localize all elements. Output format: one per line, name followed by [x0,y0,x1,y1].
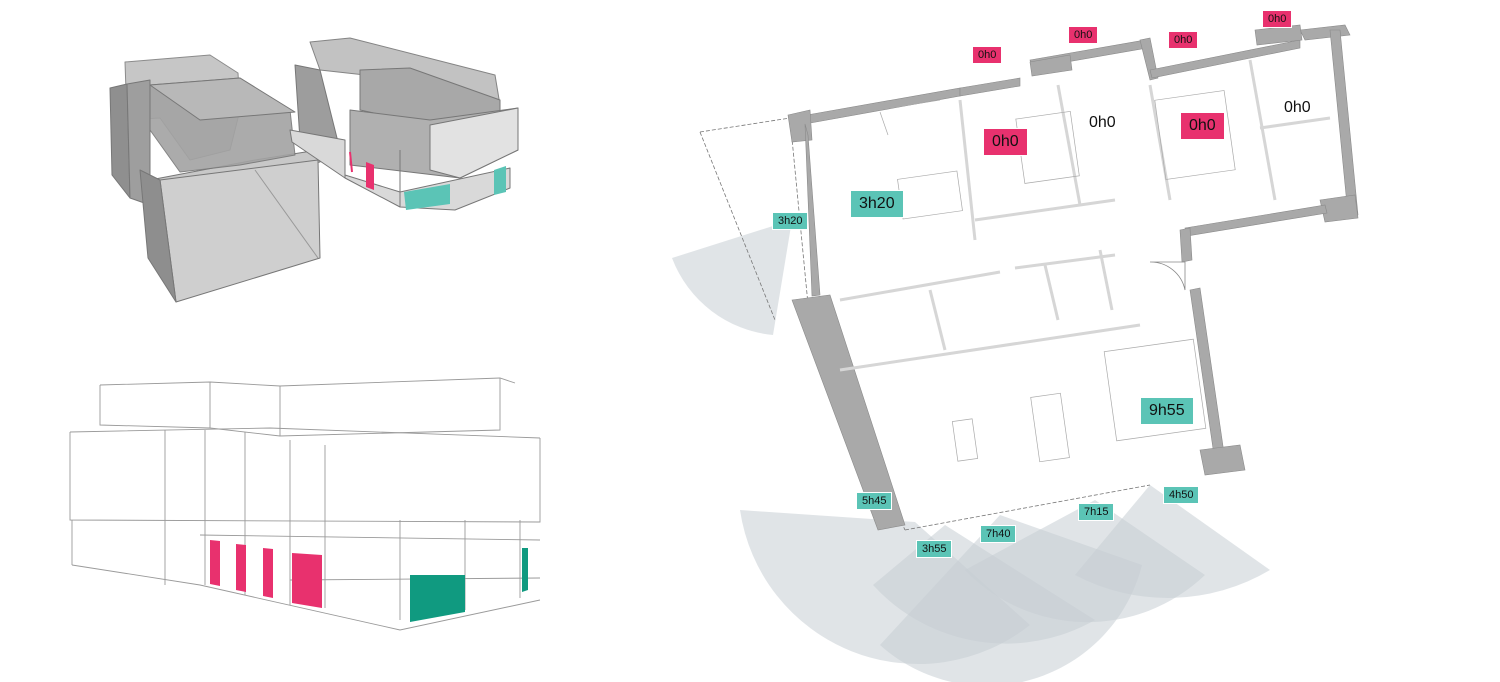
massing-window-teal-2 [494,166,506,195]
window-sun-hours-label: 3h55 [916,540,953,558]
wire-window-magenta-2 [236,544,246,592]
window-sun-hours-label: 0h0 [972,46,1003,64]
window-sun-hours-label: 7h15 [1078,503,1115,521]
wire-window-dark-teal-1 [410,575,465,622]
left-main-volume-side [139,169,177,303]
window-sun-hours-label: 0h0 [1068,26,1099,44]
door-swing [1149,261,1186,291]
walls [787,24,1359,531]
room-sun-hours-label: 3h20 [850,190,904,218]
window-sun-hours-label: 0h0 [1262,10,1293,28]
window-sun-hours-label: 4h50 [1163,486,1200,504]
wireframe-axonometric [69,377,541,631]
window-sun-hours-label: 0h0 [1168,31,1199,49]
massing-axonometric [109,37,519,303]
sun-cone-west [672,220,792,335]
room-sun-hours-label: 0h0 [1180,112,1225,140]
sun-cone-4h50 [1075,485,1270,598]
room-sun-hours-label: 0h0 [1284,99,1311,116]
left-upper-roof [149,77,296,121]
wire-window-magenta-4 [292,553,322,608]
wire-window-magenta-1 [210,540,220,586]
window-sun-hours-label: 5h45 [856,492,893,510]
massing-window-magenta [366,162,374,190]
right-side-face [429,107,519,179]
sun-cones [672,220,1270,682]
partitions [839,59,1331,372]
window-sun-hours-label: 7h40 [980,525,1017,543]
room-sun-hours-label: 9h55 [1140,397,1194,425]
window-sun-hours-label: 3h20 [772,212,809,230]
room-sun-hours-label: 0h0 [983,128,1028,156]
wire-window-dark-teal-2 [522,548,528,592]
massing-window-teal [404,184,450,210]
wire-window-magenta-3 [263,548,273,598]
room-sun-hours-label: 0h0 [1089,114,1116,131]
